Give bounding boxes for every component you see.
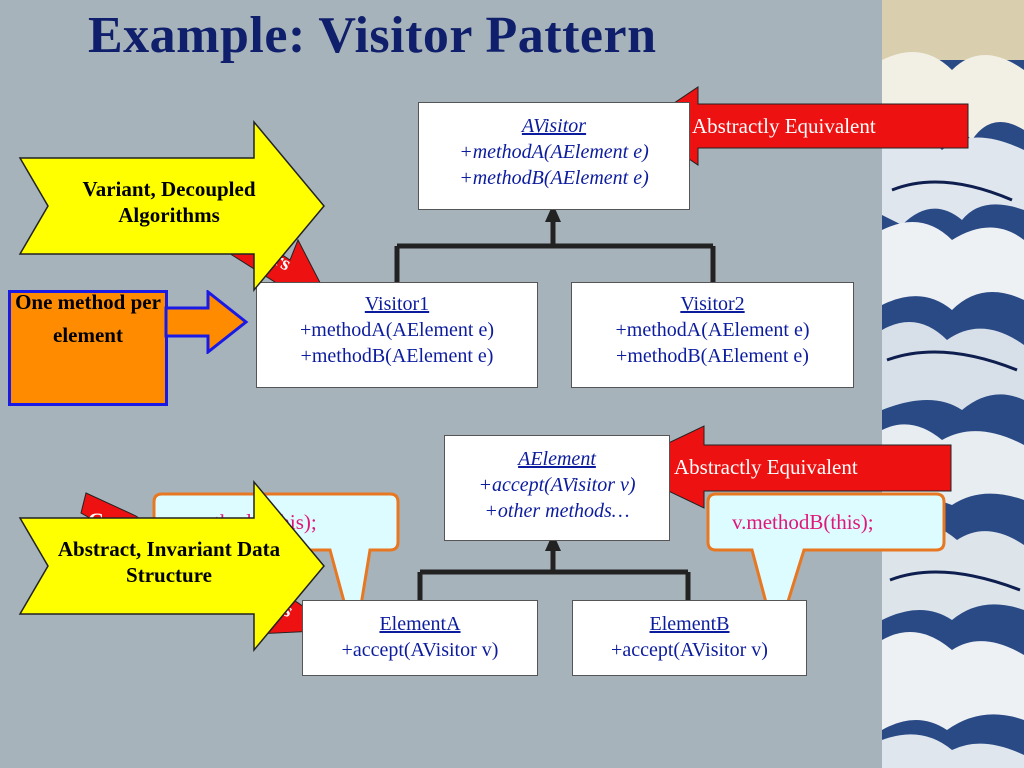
visitor2-class-box: Visitor2 +methodA(AElement e) +methodB(A…: [571, 282, 854, 388]
elementb-class-box: ElementB +accept(AVisitor v): [572, 600, 807, 676]
abstractly-equivalent-top-arrow-icon: [640, 86, 969, 166]
one-method-box: [8, 290, 168, 406]
aelement-other-methods: +other methods…: [484, 500, 630, 522]
avisitor-class-box: AVisitor +methodA(AElement e) +methodB(A…: [418, 102, 690, 210]
abstractly-equivalent-top-label: Abstractly Equivalent: [692, 114, 876, 138]
visitor1-class-box: Visitor1 +methodA(AElement e) +methodB(A…: [256, 282, 538, 388]
aelement-method-accept: +accept(AVisitor v): [478, 474, 636, 496]
elementb-class-name: ElementB: [649, 613, 730, 635]
abstract-invariant-label: Abstract, Invariant Data Structure: [57, 537, 281, 587]
callout-b-text: v.methodB(this);: [732, 510, 874, 534]
visitor2-method-a: +methodA(AElement e): [615, 319, 810, 341]
page-title: Example: Visitor Pattern: [88, 7, 657, 64]
elementa-class-box: ElementA +accept(AVisitor v): [302, 600, 538, 676]
elementa-method-accept: +accept(AVisitor v): [341, 639, 499, 661]
abstractly-equivalent-bottom-label: Abstractly Equivalent: [674, 455, 858, 479]
aelement-class-box: AElement +accept(AVisitor v) +other meth…: [444, 435, 670, 541]
one-method-label: One method per element: [15, 290, 161, 347]
abstract-invariant-yellow-arrow-icon: [18, 480, 325, 652]
elementb-method-accept: +accept(AVisitor v): [611, 639, 768, 661]
visitor1-method-b: +methodB(AElement e): [300, 345, 494, 367]
one-method-arrow-icon: [164, 290, 249, 354]
avisitor-method-b: +methodB(AElement e): [459, 167, 649, 189]
avisitor-method-a: +methodA(AElement e): [459, 141, 649, 163]
elementa-class-name: ElementA: [379, 613, 461, 635]
aelement-class-name: AElement: [518, 448, 596, 470]
visitor1-method-a: +methodA(AElement e): [300, 319, 494, 341]
avisitor-class-name: AVisitor: [521, 115, 587, 137]
variant-label: Variant, Decoupled Algorithms: [82, 177, 256, 227]
abstractly-equivalent-bottom-arrow-icon: [618, 425, 952, 509]
visitor2-method-b: +methodB(AElement e): [616, 345, 809, 367]
visitor2-class-name: Visitor2: [680, 293, 745, 315]
visitor1-class-name: Visitor1: [364, 293, 430, 315]
variant-yellow-arrow-icon: [18, 120, 325, 292]
